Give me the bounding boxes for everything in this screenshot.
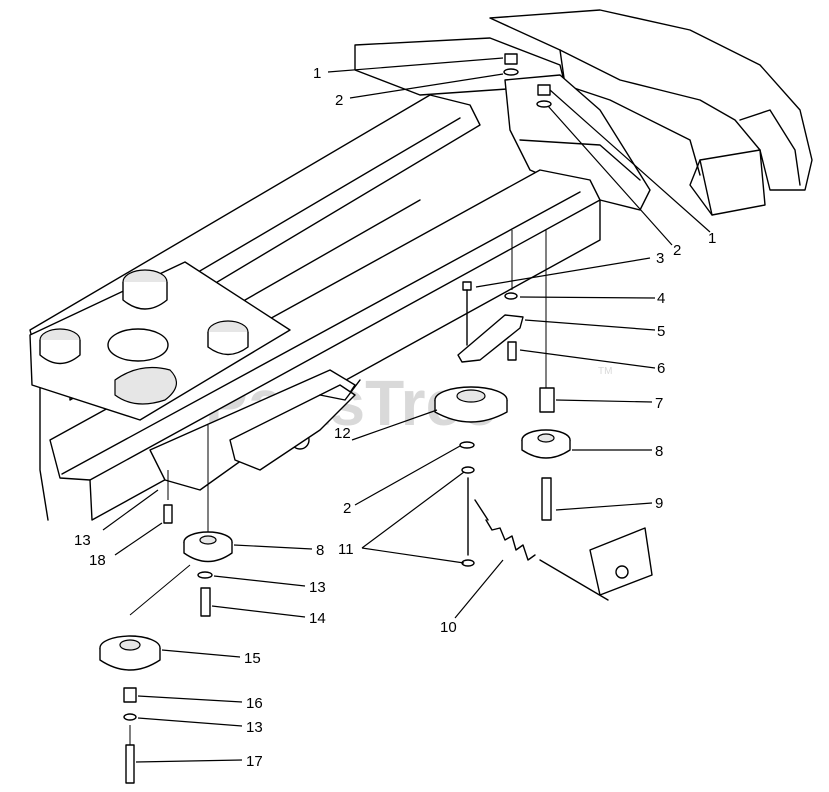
- callout-7: 7: [655, 395, 663, 412]
- callout-4: 4: [657, 290, 665, 307]
- callout-2: 2: [343, 500, 351, 517]
- callout-6: 6: [657, 360, 665, 377]
- watermark-trademark: TM: [598, 366, 612, 377]
- callout-13: 13: [309, 579, 326, 596]
- callout-12: 12: [334, 425, 351, 442]
- callout-1: 1: [708, 230, 716, 247]
- callout-14: 14: [309, 610, 326, 627]
- callout-9: 9: [655, 495, 663, 512]
- callout-2: 2: [335, 92, 343, 109]
- leader-lines: [102, 57, 711, 763]
- callout-labels: 1 2 1 2 3 4 5 6 7 8 9 12 2 11 10 13 18 8…: [74, 65, 716, 770]
- callout-18: 18: [89, 552, 106, 569]
- callout-13: 13: [74, 532, 91, 549]
- callout-1: 1: [313, 65, 321, 82]
- callout-11: 11: [338, 541, 354, 558]
- callout-16: 16: [246, 695, 263, 712]
- callout-17: 17: [246, 753, 263, 770]
- frame-assembly: [29, 9, 813, 596]
- callout-8: 8: [655, 443, 663, 460]
- callout-5: 5: [657, 323, 665, 340]
- callout-8: 8: [316, 542, 324, 559]
- callout-3: 3: [656, 250, 664, 267]
- callout-10: 10: [440, 619, 457, 636]
- callout-13: 13: [246, 719, 263, 736]
- callout-15: 15: [244, 650, 261, 667]
- parts: [99, 53, 609, 784]
- callout-2: 2: [673, 242, 681, 259]
